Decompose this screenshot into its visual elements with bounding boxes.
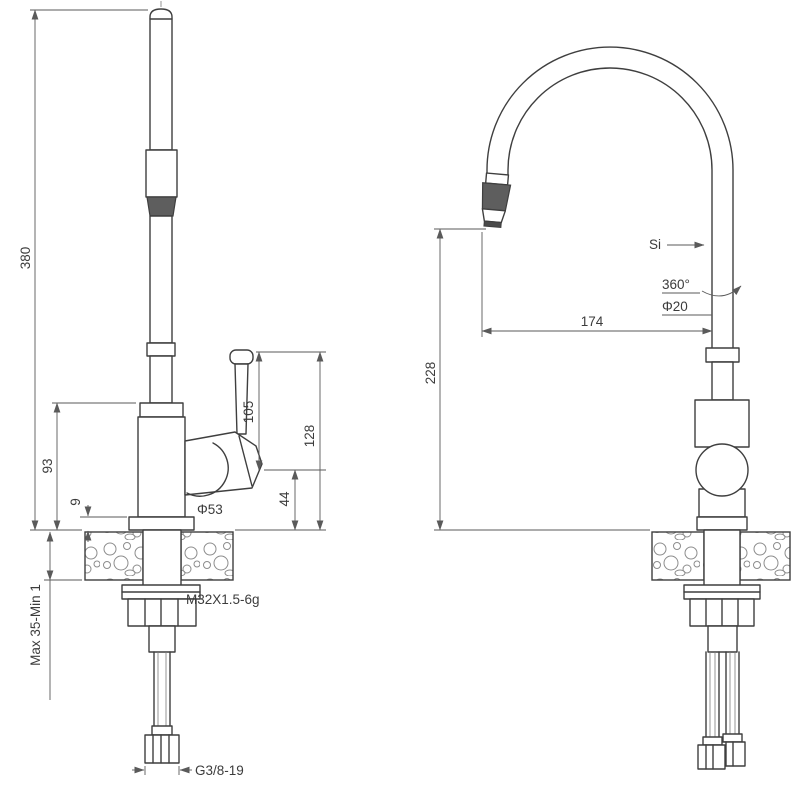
handle-mount <box>184 431 263 496</box>
side-body <box>694 347 750 531</box>
dim-mounting-range-label: Max 35-Min 1 <box>28 584 43 666</box>
side-hose-connector-1 <box>697 744 726 770</box>
front-countertop <box>84 531 234 581</box>
base-escutcheon <box>128 516 195 531</box>
side-threaded-shank <box>703 529 741 588</box>
dim-hose-connector-label: G3/8-19 <box>195 763 244 778</box>
dim-body-height-label: 93 <box>40 458 55 473</box>
side-supply-hoses <box>697 651 746 770</box>
dim-swivel-angle-label: 360° <box>662 277 690 292</box>
ball-joint <box>695 443 749 497</box>
dim-total-height-label: 380 <box>18 247 33 270</box>
front-supply-hose <box>144 651 180 764</box>
front-spout <box>145 1 178 404</box>
side-countertop <box>651 531 791 581</box>
front-handle <box>184 349 263 497</box>
dim-spout-reach-label: 174 <box>581 314 604 329</box>
side-dimensions: 228 174 Si 360° Φ20 <box>423 228 742 531</box>
dim-spout-height-label: 228 <box>423 362 438 385</box>
dim-joint-height-label: 44 <box>277 491 292 507</box>
side-view: 228 174 Si 360° Φ20 <box>423 46 791 770</box>
spray-head-grip <box>481 182 512 212</box>
spray-head-face <box>483 220 502 229</box>
handle-lever <box>234 363 249 435</box>
side-gooseneck-spout <box>486 46 734 349</box>
dim-handle-length-label: 105 <box>241 401 256 424</box>
dim-base-plate-label: 9 <box>68 498 83 506</box>
hose-connector <box>144 734 180 764</box>
si-label: Si <box>649 237 661 252</box>
front-mounting-hardware <box>121 529 201 653</box>
front-view: 380 93 9 105 44 128 Max 35-Min 1 Φ53 M32… <box>18 1 326 778</box>
front-dimensions: 380 93 9 105 44 128 Max 35-Min 1 Φ53 M32… <box>18 9 326 778</box>
aerator-band <box>146 196 177 217</box>
handle-knob <box>229 349 254 365</box>
side-mounting-hardware <box>683 529 761 653</box>
dim-base-diameter-label: Φ53 <box>197 502 223 517</box>
front-body <box>137 402 186 518</box>
swivel-arrow <box>701 285 742 297</box>
threaded-shank <box>142 529 182 588</box>
dim-handle-top-label: 128 <box>302 425 317 448</box>
side-spray-head <box>481 172 512 229</box>
dim-spout-diameter-label: Φ20 <box>662 299 688 314</box>
dim-shank-thread-label: M32X1.5-6g <box>186 592 260 607</box>
side-escutcheon <box>696 516 748 531</box>
